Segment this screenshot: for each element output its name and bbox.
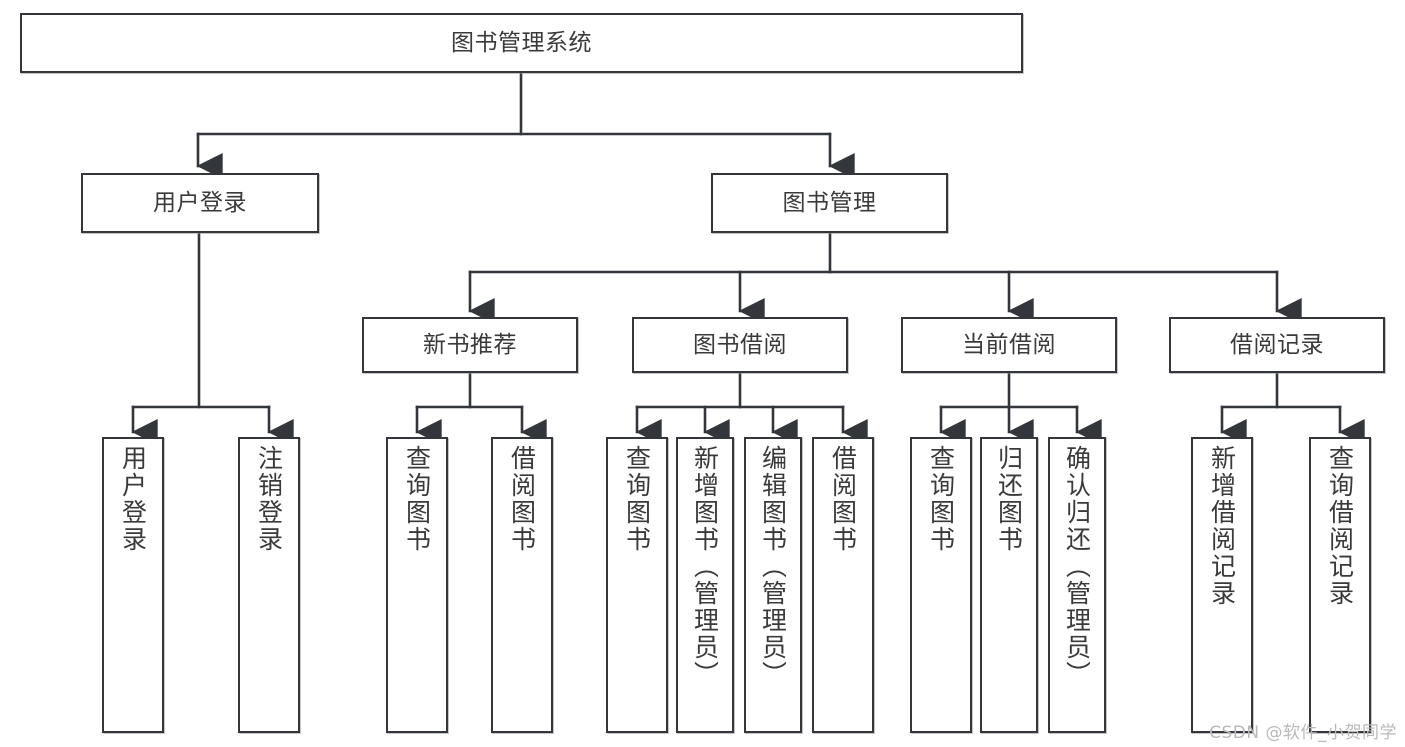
node-label: 当前借阅: [962, 331, 1056, 358]
leaf-query-book-current[interactable]: 查询图书: [910, 437, 972, 733]
leaf-user-login[interactable]: 用户登录: [102, 437, 164, 733]
node-label: 图书管理系统: [451, 29, 592, 56]
node-label: 查询借阅记录: [1327, 445, 1353, 607]
node-label: 注销登录: [256, 445, 282, 553]
leaf-query-book-borrow[interactable]: 查询图书: [606, 437, 668, 733]
leaf-user-logout[interactable]: 注销登录: [238, 437, 300, 733]
leaf-edit-book-admin[interactable]: 编辑图书（管理员）: [744, 437, 802, 733]
node-label: 图书管理: [782, 189, 877, 216]
node-label: 查询图书: [928, 445, 954, 553]
node-label: 借阅图书: [509, 445, 535, 553]
leaf-query-book-recommend[interactable]: 查询图书: [386, 437, 448, 733]
node-label: 查询图书: [404, 445, 430, 553]
node-label: 用户登录: [120, 445, 146, 553]
leaf-return-book[interactable]: 归还图书: [980, 437, 1038, 733]
node-label: 借阅记录: [1230, 331, 1324, 358]
node-user-login[interactable]: 用户登录: [81, 173, 319, 233]
node-label: 查询图书: [624, 445, 650, 553]
leaf-borrow-book[interactable]: 借阅图书: [812, 437, 874, 733]
csdn-watermark: CSDN @软件_小贺同学: [1209, 723, 1397, 743]
leaf-add-borrow-record[interactable]: 新增借阅记录: [1191, 437, 1253, 733]
node-label: 借阅图书: [830, 445, 856, 553]
node-label: 编辑图书（管理员）: [760, 445, 786, 688]
leaf-add-book-admin[interactable]: 新增图书（管理员）: [676, 437, 734, 733]
node-label: 新增图书（管理员）: [692, 445, 718, 688]
node-label: 新书推荐: [423, 331, 517, 358]
node-label: 归还图书: [996, 445, 1022, 553]
node-borrow-record[interactable]: 借阅记录: [1169, 317, 1385, 373]
leaf-confirm-return-admin[interactable]: 确认归还（管理员）: [1048, 437, 1106, 733]
node-new-book-recommend[interactable]: 新书推荐: [362, 317, 578, 373]
leaf-borrow-book-recommend[interactable]: 借阅图书: [491, 437, 553, 733]
node-label: 确认归还（管理员）: [1064, 445, 1090, 688]
node-current-borrow[interactable]: 当前借阅: [901, 317, 1117, 373]
leaf-query-borrow-record[interactable]: 查询借阅记录: [1309, 437, 1371, 733]
node-label: 图书借阅: [693, 331, 787, 358]
node-root-system[interactable]: 图书管理系统: [20, 13, 1023, 73]
node-label: 新增借阅记录: [1209, 445, 1235, 607]
node-label: 用户登录: [153, 189, 247, 216]
node-book-borrow[interactable]: 图书借阅: [632, 317, 848, 373]
node-book-management[interactable]: 图书管理: [711, 173, 948, 233]
